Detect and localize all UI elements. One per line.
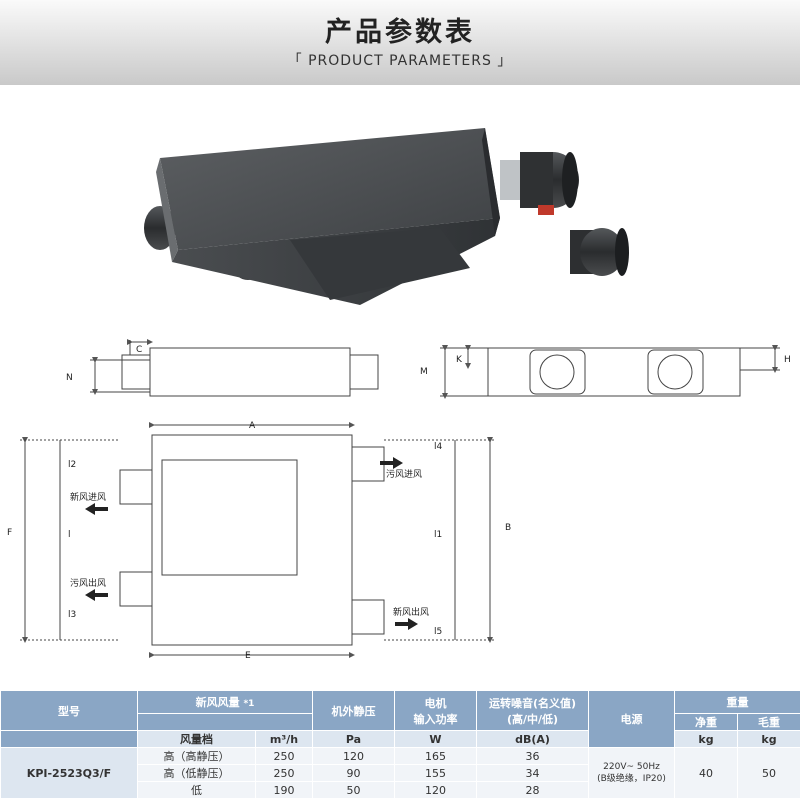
- header-gross-weight: 毛重: [737, 713, 800, 731]
- noise-cell: 34: [476, 764, 589, 782]
- header-noise: 运转噪音(名义值)(高/中/低): [476, 690, 589, 731]
- dim-label-b: B: [505, 523, 511, 533]
- airflow-arrows: [85, 457, 418, 630]
- header-power-supply: 电源: [588, 690, 675, 748]
- speed-cell: 低: [137, 781, 256, 799]
- dim-label-n: N: [66, 373, 73, 383]
- port-label-fresh-out: 新风出风: [393, 606, 429, 618]
- subheader-volume-unit: m³/h: [255, 730, 313, 748]
- page-header: 产品参数表 「 PRODUCT PARAMETERS 」: [0, 0, 800, 85]
- product-drawing: C N K M H: [7, 128, 791, 661]
- port-label-exhaust-out: 污风出风: [70, 577, 106, 589]
- volume-cell: 190: [255, 781, 313, 799]
- parameter-table: 型号 新风风量 *1 机外静压 电机输入功率 运转噪音(名义值)(高/中/低) …: [0, 690, 800, 799]
- power-cell: 165: [394, 747, 477, 765]
- dim-label-l2: l2: [68, 460, 76, 470]
- top-view-drawing: [20, 422, 495, 658]
- header-static-pressure: 机外静压: [312, 690, 395, 731]
- dim-label-l4: l4: [434, 442, 443, 452]
- port-label-fresh-in: 新风进风: [70, 491, 106, 503]
- power-supply-cell: 220V~ 50Hz(B级绝缘，IP20): [588, 747, 675, 799]
- subheader-noise-unit: dB(A): [476, 730, 589, 748]
- subheader-gross-unit: kg: [737, 730, 800, 748]
- subheader-speed: 风量档: [137, 730, 256, 748]
- header-weight: 重量: [674, 690, 800, 714]
- volume-cell: 250: [255, 747, 313, 765]
- unit-illustration: [144, 128, 629, 305]
- dim-label-l1: l1: [434, 530, 442, 540]
- power-cell: 155: [394, 764, 477, 782]
- dim-label-l5: l5: [434, 627, 442, 637]
- subheader-net-unit: kg: [674, 730, 738, 748]
- pressure-cell: 90: [312, 764, 395, 782]
- dim-label-k: K: [456, 355, 463, 365]
- port-label-dirty-in: 污风进风: [386, 468, 422, 480]
- page-title: 产品参数表: [325, 17, 475, 48]
- table-row: 高（低静压） 250 90 155 34: [1, 764, 800, 782]
- volume-cell: 250: [255, 764, 313, 782]
- power-cell: 120: [394, 781, 477, 799]
- dim-label-l: l: [68, 530, 71, 540]
- net-weight-cell: 40: [674, 747, 738, 799]
- side-view-drawing: [90, 339, 379, 397]
- dim-label-e: E: [245, 651, 251, 661]
- header-motor-power: 电机输入功率: [394, 690, 477, 731]
- header-net-weight: 净重: [674, 713, 738, 731]
- dim-label-c: C: [136, 345, 142, 355]
- subheader-pressure-unit: Pa: [312, 730, 395, 748]
- dim-label-h: H: [784, 355, 791, 365]
- model-cell: KPI-2523Q3/F: [0, 747, 138, 799]
- front-view-drawing: [440, 345, 780, 399]
- subheader-power-unit: W: [394, 730, 477, 748]
- page-subtitle: 「 PRODUCT PARAMETERS 」: [287, 53, 513, 69]
- speed-cell: 高（高静压）: [137, 747, 256, 765]
- header-fresh-air-volume: 新风风量 *1: [137, 690, 313, 714]
- gross-weight-cell: 50: [737, 747, 800, 799]
- pressure-cell: 120: [312, 747, 395, 765]
- dim-label-l3: l3: [68, 610, 76, 620]
- noise-cell: 36: [476, 747, 589, 765]
- pressure-cell: 50: [312, 781, 395, 799]
- dim-label-m: M: [420, 367, 428, 377]
- speed-cell: 高（低静压）: [137, 764, 256, 782]
- table-row: KPI-2523Q3/F 高（高静压） 250 120 165 36 220V~…: [0, 747, 800, 799]
- dim-label-f: F: [7, 528, 12, 538]
- header-model: 型号: [0, 690, 138, 731]
- dim-label-a: A: [249, 421, 256, 431]
- noise-cell: 28: [476, 781, 589, 799]
- table-row: 低 190 50 120 28: [1, 781, 800, 799]
